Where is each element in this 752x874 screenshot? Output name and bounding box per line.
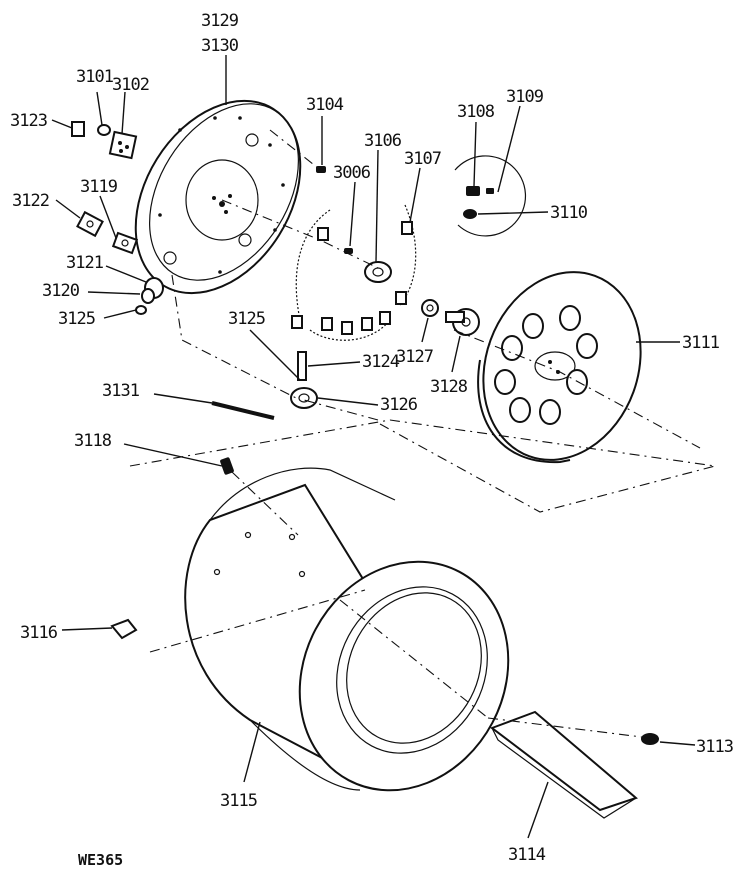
pulley-3126 bbox=[290, 387, 318, 409]
rod-3131 bbox=[211, 401, 275, 420]
label-3122: 3122 bbox=[12, 191, 49, 211]
clip-3123 bbox=[71, 121, 85, 137]
part-labels: 3129 3130 3101 3102 3123 3104 3106 3006 … bbox=[10, 11, 734, 869]
clip-3116 bbox=[110, 618, 138, 640]
label-3114: 3114 bbox=[508, 845, 546, 865]
washer-3125-left bbox=[135, 305, 147, 315]
screw-3113 bbox=[641, 733, 659, 745]
label-3119: 3119 bbox=[80, 177, 118, 197]
label-3124: 3124 bbox=[362, 352, 400, 372]
label-3127: 3127 bbox=[396, 347, 433, 367]
label-3130: 3130 bbox=[201, 36, 239, 56]
screw-3006 bbox=[344, 248, 353, 254]
washer-3127 bbox=[421, 299, 439, 317]
label-3129: 3129 bbox=[201, 11, 239, 31]
assembly-lines bbox=[129, 129, 716, 739]
label-3128: 3128 bbox=[430, 377, 468, 397]
leader-lines bbox=[51, 55, 696, 839]
drawing-code: WE365 bbox=[78, 851, 123, 869]
screw-3104 bbox=[316, 166, 326, 173]
shaft-3124 bbox=[297, 351, 307, 381]
label-3118: 3118 bbox=[74, 431, 112, 451]
baffle-3114 bbox=[489, 710, 638, 819]
label-3108: 3108 bbox=[457, 102, 495, 122]
label-3102: 3102 bbox=[112, 75, 149, 95]
label-3104: 3104 bbox=[306, 95, 344, 115]
label-3111: 3111 bbox=[682, 333, 720, 353]
heater-coil-assembly bbox=[291, 204, 417, 341]
bracket-3122 bbox=[76, 210, 104, 238]
label-3109: 3109 bbox=[506, 87, 544, 107]
label-3131: 3131 bbox=[102, 381, 140, 401]
label-3110: 3110 bbox=[550, 203, 588, 223]
label-3115: 3115 bbox=[220, 791, 257, 811]
label-3116: 3116 bbox=[20, 623, 58, 643]
label-3101: 3101 bbox=[76, 67, 114, 87]
label-3123: 3123 bbox=[10, 111, 47, 131]
label-3126: 3126 bbox=[380, 395, 418, 415]
label-3120: 3120 bbox=[42, 281, 80, 301]
front-panel-3111 bbox=[477, 271, 642, 464]
detail-circle-3108 bbox=[454, 155, 527, 237]
bushing-3106 bbox=[364, 261, 392, 283]
label-3006: 3006 bbox=[333, 163, 371, 183]
washer-3101 bbox=[97, 124, 111, 136]
label-3125-left: 3125 bbox=[58, 309, 95, 329]
label-3113: 3113 bbox=[696, 737, 733, 757]
bearing-3120 bbox=[141, 288, 155, 304]
label-3107: 3107 bbox=[404, 149, 441, 169]
stub-shaft-3128 bbox=[445, 308, 480, 336]
bracket-3102 bbox=[108, 130, 138, 160]
rear-bulkhead-disc bbox=[134, 99, 302, 295]
label-3121: 3121 bbox=[66, 253, 104, 273]
label-3106: 3106 bbox=[364, 131, 402, 151]
bracket-3119 bbox=[111, 231, 139, 255]
label-3125-center: 3125 bbox=[228, 309, 265, 329]
drum-3115 bbox=[184, 467, 510, 792]
screw-3118 bbox=[220, 457, 234, 475]
